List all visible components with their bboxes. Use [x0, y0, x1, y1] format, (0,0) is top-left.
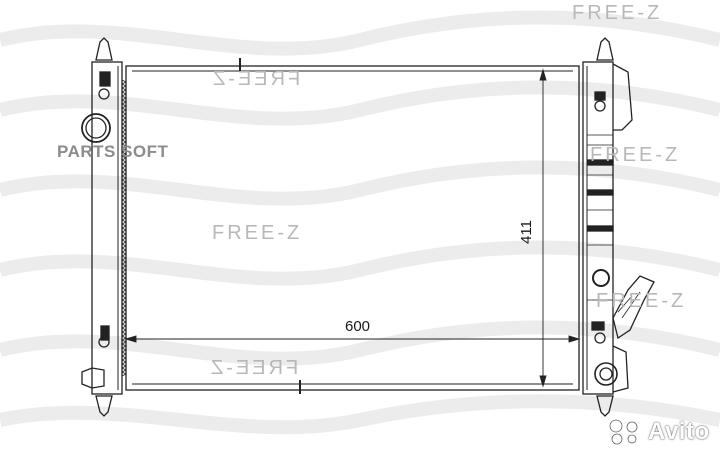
avito-logo-icon: [609, 419, 638, 445]
brand-watermark: FREE-Z: [590, 144, 681, 166]
radiator-core: [125, 65, 580, 391]
height-label: 411: [518, 220, 535, 244]
width-dimension: [124, 335, 581, 343]
brand-watermark: FREE-Z: [596, 290, 687, 312]
wave-watermark: [0, 10, 720, 435]
avito-watermark: Avito: [608, 418, 710, 446]
left-tank: [81, 37, 127, 417]
outlet-pipe: [612, 275, 655, 340]
site-watermark: PARTS SOFT: [57, 142, 169, 161]
brand-watermark: FREE-Z: [208, 357, 299, 379]
brand-watermark: FREE-Z: [572, 2, 663, 24]
avito-text: Avito: [648, 418, 710, 445]
brand-watermark: FREE-Z: [212, 222, 303, 244]
width-label: 600: [345, 318, 371, 335]
right-tank: [582, 37, 655, 417]
brand-watermark: FREE-Z: [210, 68, 301, 90]
height-dimension: [539, 68, 547, 388]
